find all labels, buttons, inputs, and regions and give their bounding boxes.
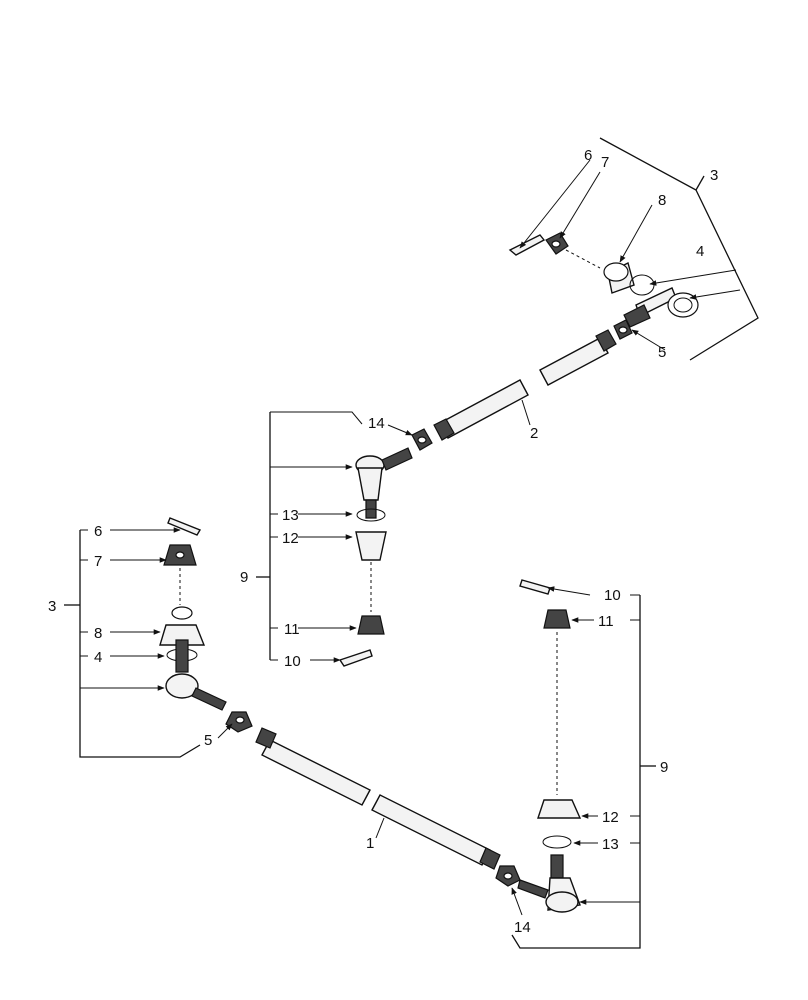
label-jam-nut-lower: 5 <box>204 732 212 749</box>
label-seal-inner-upper: 13 <box>282 507 299 524</box>
label-boot-lower: 8 <box>94 625 102 642</box>
upper-inner-bracket <box>256 411 413 663</box>
label-cotter-pin-inner-lower: 10 <box>604 587 621 604</box>
lower-outer-tie-rod-end <box>159 517 253 733</box>
label-jam-nut-inner-lower: 14 <box>514 919 531 936</box>
label-jam-nut-upper: 5 <box>658 344 666 361</box>
label-seal-lower: 4 <box>94 649 102 666</box>
label-seal-inner-lower: 13 <box>602 836 619 853</box>
label-boot-upper: 8 <box>658 192 666 209</box>
lower-right-bracket <box>511 586 656 949</box>
label-cotter-pin-lower: 6 <box>94 523 102 540</box>
label-boot-inner-upper: 12 <box>282 530 299 547</box>
label-slotted-nut-inner-upper: 11 <box>284 621 300 638</box>
label-outer-end-lower: 3 <box>48 598 56 615</box>
upper-right-bracket <box>519 137 759 426</box>
label-cotter-pin-upper: 6 <box>584 147 592 164</box>
upper-outer-tie-rod-end <box>508 232 699 340</box>
label-cotter-pin-inner-upper: 10 <box>284 653 301 670</box>
upper-inner-tie-rod-end <box>338 428 433 667</box>
label-slotted-nut-lower: 7 <box>94 553 102 570</box>
label-slotted-nut-inner-lower: 11 <box>598 613 614 630</box>
lower-left-bracket <box>64 527 385 839</box>
label-jam-nut-inner-upper: 14 <box>368 415 385 432</box>
lower-inner-tie-rod-end <box>495 579 582 913</box>
upper-tie-rod-tube <box>433 329 617 441</box>
label-slotted-nut-upper: 7 <box>601 154 609 171</box>
label-tube-upper: 2 <box>530 425 538 442</box>
label-inner-end-lower: 9 <box>660 759 668 776</box>
label-outer-end-upper: 3 <box>710 167 718 184</box>
label-seal-upper: 4 <box>696 243 704 260</box>
lower-tie-rod-tube <box>255 727 501 870</box>
label-boot-inner-lower: 12 <box>602 809 619 826</box>
label-inner-end-upper: 9 <box>240 569 248 586</box>
label-tube-lower: 1 <box>366 835 374 852</box>
